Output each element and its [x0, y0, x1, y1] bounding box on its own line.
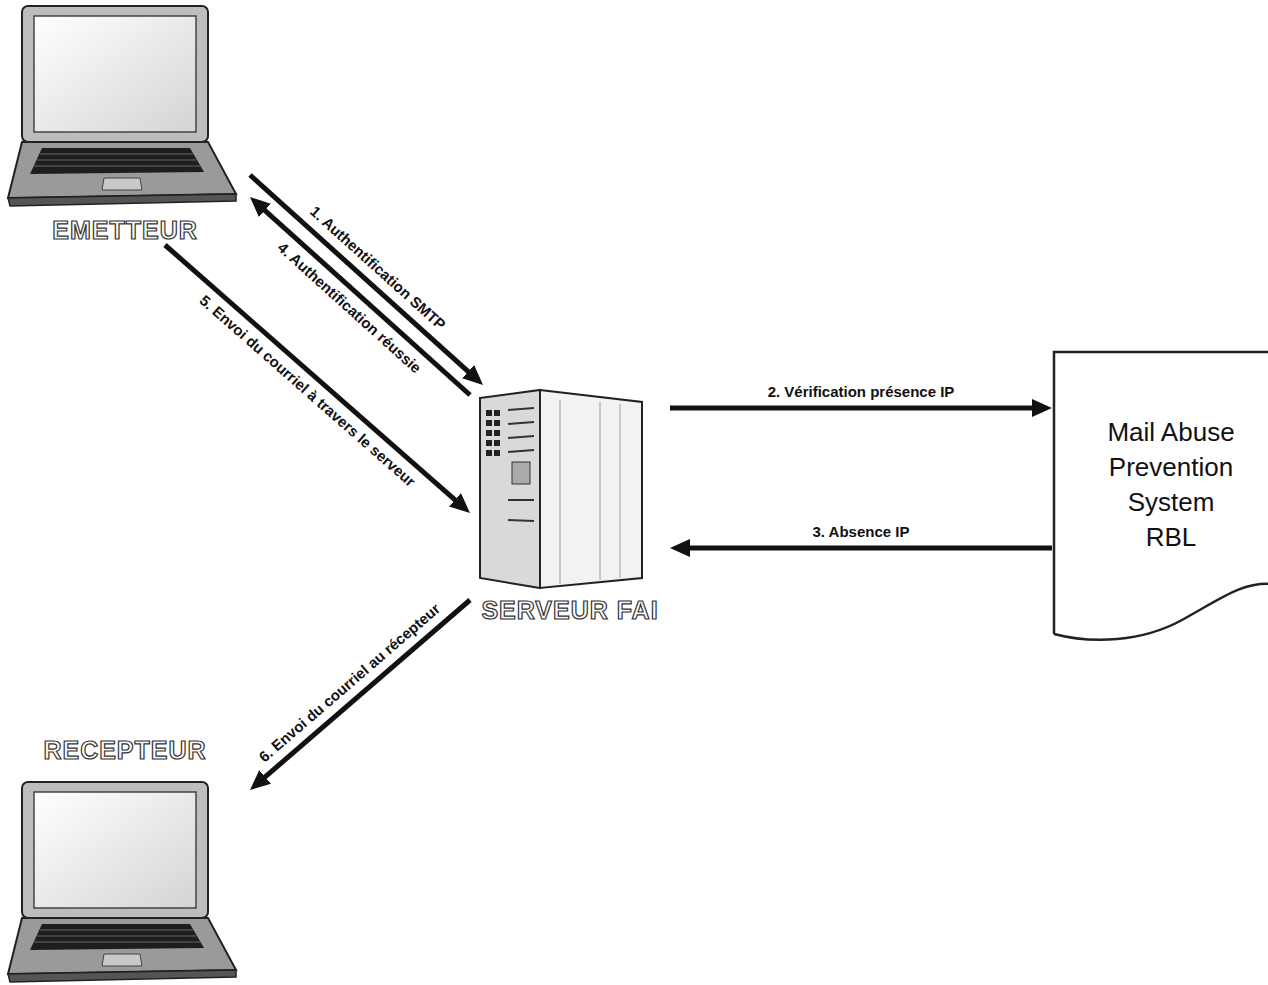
arrow-connector: [682, 546, 1052, 551]
server-picture: [480, 390, 642, 588]
isp-server: SERVEUR FAI: [470, 385, 670, 625]
document-wave: [1054, 584, 1268, 640]
node-label: RECEPTEUR: [43, 735, 206, 765]
arrow-label: 6. Envoi du courriel au récepteur: [253, 598, 446, 768]
node-label: SERVEUR FAI: [481, 595, 658, 625]
arrow-label: 2. Vérification présence IP: [765, 383, 958, 401]
node-label: EMETTEUR: [52, 215, 198, 245]
receiver-laptop: RECEPTEUR: [0, 735, 250, 985]
node-label: Mail Abuse Prevention System RBL: [1102, 415, 1240, 555]
receiver-laptop-picture: [8, 782, 236, 982]
sender-laptop-picture: [8, 6, 236, 206]
rbl-document: Mail Abuse Prevention System RBL: [1052, 350, 1268, 640]
arrow-label: 3. Absence IP: [810, 523, 913, 541]
arrow-connector: [259, 600, 470, 782]
arrow-connector: [670, 406, 1040, 411]
sender-laptop: EMETTEUR: [0, 0, 250, 245]
